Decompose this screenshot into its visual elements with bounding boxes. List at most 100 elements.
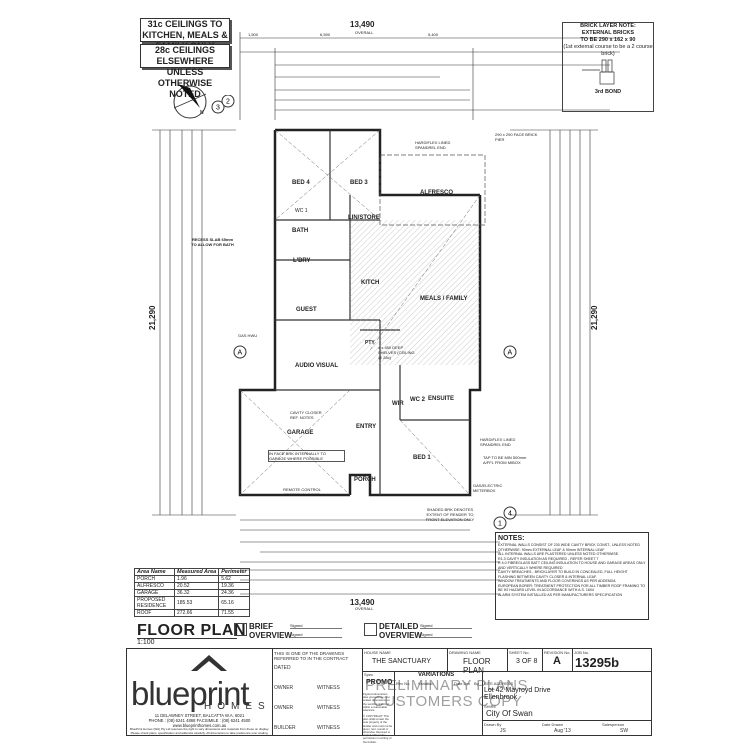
job-label: JOB No. xyxy=(574,650,590,655)
salesperson-label: Salesperson xyxy=(602,722,625,727)
svg-text:A: A xyxy=(238,350,243,357)
site-address-line2: Ellenbrook xyxy=(484,694,518,701)
drawn-by-value: JS xyxy=(500,728,506,734)
note-item: EUROPEAN BORER: TREATMENT PROTECTION FOR… xyxy=(498,583,646,593)
svg-text:4: 4 xyxy=(508,511,512,518)
svg-text:3: 3 xyxy=(216,105,220,112)
ceiling-note-elsewhere: 28c CEILINGS ELSEWHERE UNLESS OTHERWISE … xyxy=(140,44,230,99)
site-info: SITE ADDRESS Lot 42 Mayroyd Drive Ellenb… xyxy=(482,671,651,735)
title-block: blueprint HOMES 11 DELAWNEY STREET, BALC… xyxy=(126,648,652,743)
brick-note-line1: EXTERNAL BRICKS xyxy=(581,30,635,36)
cell: 36.32 xyxy=(173,589,220,597)
sheet-cell: SHEET No. 3 OF 8 xyxy=(507,649,543,672)
note-item: EXTERNAL WALLS CONSIST OF 230 WIDE CAVIT… xyxy=(498,543,640,552)
revision-value: A xyxy=(553,655,561,667)
cell: 71.55 xyxy=(218,609,250,617)
section-marker-1-4-icon: 1 4 xyxy=(493,506,517,530)
area-table-header: Area Name Measured Area Perimeter xyxy=(134,568,250,576)
room-laundry: L'DRY xyxy=(293,258,311,264)
var-header-variation: Variation xyxy=(418,681,434,686)
builder-label: BUILDER xyxy=(274,725,296,731)
brief-signed-line-2[interactable]: Signed xyxy=(290,632,342,638)
site-address-line1: Lot 42 Mayroyd Drive xyxy=(484,687,551,694)
room-garage: GARAGE xyxy=(287,430,314,436)
overall-depth-right: 21,290 xyxy=(590,305,599,330)
overall-width-top: 13,490 xyxy=(350,20,375,29)
witness-label-1: WITNESS xyxy=(317,685,340,691)
room-wir: WIR xyxy=(392,401,404,407)
pantry-shelves-note: 4 x 450 DEEP SHELVES (CEILING @ 28c) xyxy=(378,345,415,360)
cavity-closer-note: CAVITY CLOSER REF. NOTES xyxy=(290,410,322,420)
drawing-name-value: FLOOR PLAN xyxy=(463,657,491,675)
room-wc1: WC 1 xyxy=(295,208,308,214)
cell: 272.66 xyxy=(173,609,220,617)
company-address: 11 DELAWNEY STREET, BALCATTA W.A. 6021 xyxy=(154,713,245,718)
room-porch: PORCH xyxy=(354,477,376,483)
company-logo: blueprint HOMES 11 DELAWNEY STREET, BALC… xyxy=(127,649,273,735)
job-cell: JOB No. 13295b xyxy=(572,649,651,672)
gas-hwu-note: GAS HWU xyxy=(238,333,258,338)
room-lin-store: LIN/STORE xyxy=(348,215,380,221)
room-audio-visual: AUDIO VISUAL xyxy=(295,363,339,369)
overall-label-bottom: OVERALL xyxy=(355,606,374,611)
note-item: R1.3 CAVITY INSULATION AS REQUIRED - REF… xyxy=(498,556,599,561)
overall-width-bottom: 13,490 xyxy=(350,598,375,607)
detailed-overview-checkbox[interactable] xyxy=(364,623,377,636)
room-entry: ENTRY xyxy=(356,424,377,430)
spec-cell: Spec PROMO Figured dimensions take prece… xyxy=(362,671,395,743)
contract-text: THIS IS ONE OF THE DRAWINGS REFERRED TO … xyxy=(274,651,349,661)
revision-label: REVISION No. xyxy=(544,650,571,655)
brick-bond-label: 3rd BOND xyxy=(594,89,622,95)
shire-label: SHIRE xyxy=(484,704,497,709)
cell: 1.96 xyxy=(173,575,220,583)
copyright-note: © COPYRIGHT: This plan shall remain the … xyxy=(363,714,393,744)
svg-text:1: 1 xyxy=(498,521,502,528)
var-header-date: Date Drn xyxy=(454,681,471,686)
tap-note: TAP TO BE MIN 500mm A/FFL FROM MIBOX xyxy=(483,455,527,465)
detailed-overview-label: DETAILED OVERVIEW xyxy=(379,622,422,640)
cell: 65.16 xyxy=(218,596,250,610)
room-ensuite: ENSUITE xyxy=(428,396,455,402)
note-item: ALARM SYSTEM INSTALLED AS PER MANUFACTUR… xyxy=(498,592,623,597)
spec-label: Spec xyxy=(364,672,374,677)
salesperson-value: SW xyxy=(620,728,629,734)
dims-note: Figured dimensions take precedence over … xyxy=(363,692,390,713)
spec-value: PROMO xyxy=(366,679,393,686)
brief-overview-label: BRIEF OVERVIEW xyxy=(249,622,292,640)
cell: PORCH xyxy=(134,575,175,583)
job-number: 13295b xyxy=(575,655,620,670)
svg-text:2: 2 xyxy=(226,99,230,106)
brick-note-line2: TO BE 290 x 162 x 90 xyxy=(580,37,636,43)
room-wc2: WC 2 xyxy=(410,397,425,403)
notes-title: NOTES: xyxy=(498,535,525,542)
notes-box: NOTES: EXTERNAL WALLS CONSIST OF 230 WID… xyxy=(495,532,649,620)
detailed-signed-line-2[interactable]: Signed xyxy=(420,632,472,638)
overall-depth-left: 21,290 xyxy=(148,305,157,330)
variations-title: VARIATIONS xyxy=(418,672,455,678)
dim-top-seg-3: 5,400 xyxy=(428,32,439,37)
recess-slab-note: RECESS SLAB 65mm TO ALLOW FOR BATH xyxy=(191,237,234,247)
variations-cell: VARIATIONS Rev No. Variation Date Drn By xyxy=(394,671,483,735)
detailed-signed-line-1[interactable]: Signed xyxy=(420,623,472,629)
cell: 185.53 xyxy=(173,596,220,610)
plan-scale: 1:100 xyxy=(137,638,237,646)
drawn-info: Drawn By JS Date Drawn Aug '13 Salespers… xyxy=(482,720,651,736)
preliminary-plans-stamp: PRELIMINARY PLANS xyxy=(365,677,529,694)
drawing-name-label: DRAWING NAME xyxy=(449,650,481,655)
page-title: FLOOR PLAN xyxy=(137,622,246,639)
company-website[interactable]: www.blueprinthomes.com.au xyxy=(172,723,227,728)
revision-cell: REVISION No. A xyxy=(542,649,573,672)
brief-signed-line-1[interactable]: Signed xyxy=(290,623,342,629)
room-bed1: BED 1 xyxy=(413,455,431,461)
svg-text:A: A xyxy=(508,350,513,357)
section-a-right-icon: A xyxy=(503,345,517,359)
cell: 24.36 xyxy=(218,589,250,597)
contract-signatures: THIS IS ONE OF THE DRAWINGS REFERRED TO … xyxy=(272,649,363,735)
shire-value: City Of Swan xyxy=(486,709,533,718)
brief-overview-checkbox[interactable] xyxy=(234,623,247,636)
